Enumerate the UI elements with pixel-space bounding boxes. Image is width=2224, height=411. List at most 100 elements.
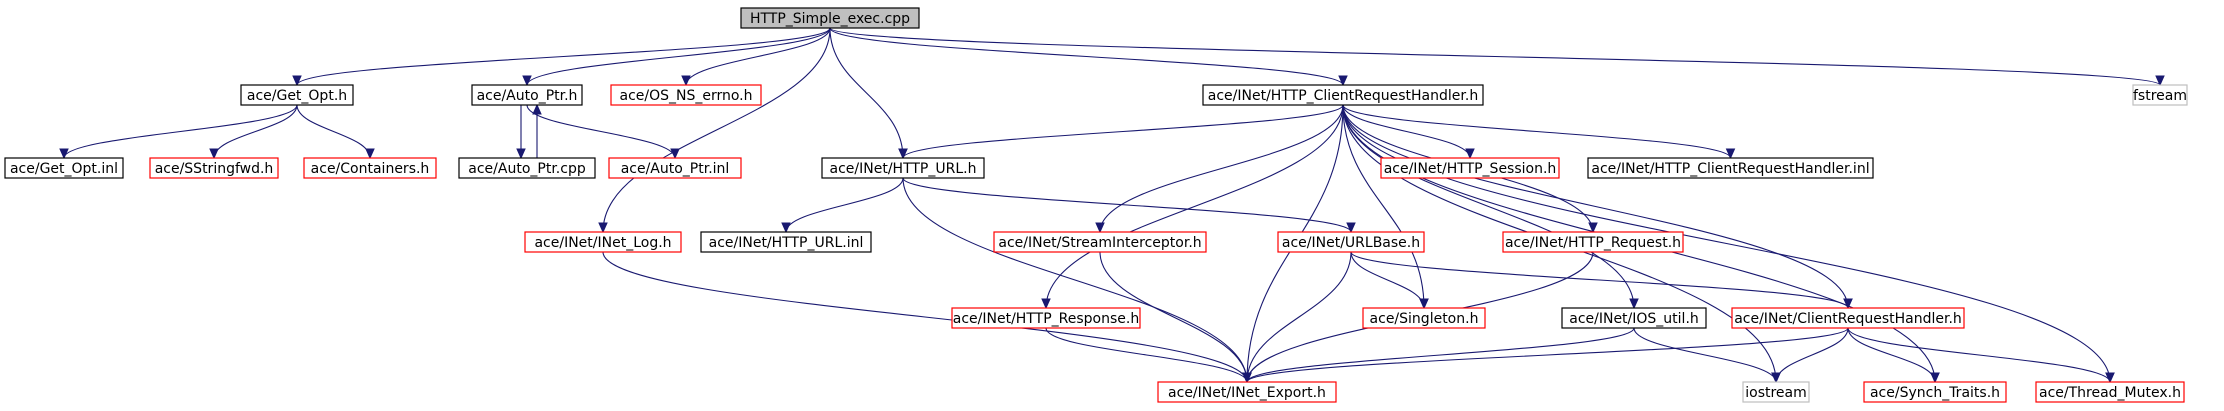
node-http-url-h[interactable]: ace/INet/HTTP_URL.h	[821, 157, 985, 179]
node-iostream[interactable]: iostream	[1742, 381, 1810, 403]
edge-arrowhead	[1843, 298, 1853, 310]
node-os-ns-errno[interactable]: ace/OS_NS_errno.h	[610, 84, 762, 106]
node-label: ace/Thread_Mutex.h	[2039, 385, 2181, 401]
edge-line	[1342, 104, 1732, 159]
node-http-response[interactable]: ace/INet/HTTP_Response.h	[951, 307, 1141, 329]
edge-client_rh-to-synch_traits	[1847, 327, 1940, 384]
node-label: ace/INet/HTTP_URL.h	[830, 161, 977, 177]
node-box	[524, 231, 682, 253]
node-http-request[interactable]: ace/INet/HTTP_Request.h	[1502, 231, 1684, 253]
edge-http_url_h-to-inet_export	[902, 177, 1252, 384]
edge-arrowhead	[292, 75, 302, 87]
node-crh-h[interactable]: ace/INet/HTTP_ClientRequestHandler.h	[1202, 84, 1484, 106]
node-label: ace/INet/StreamInterceptor.h	[998, 235, 1201, 251]
node-synch-traits[interactable]: ace/Synch_Traits.h	[1863, 381, 2007, 403]
edge-http_response-to-inet_export	[1045, 327, 1252, 384]
edge-arrowhead	[516, 148, 526, 160]
edge-client_rh-to-thread_mutex	[1847, 327, 2115, 384]
node-containers[interactable]: ace/Containers.h	[303, 157, 437, 179]
node-box	[1863, 381, 2007, 403]
edge-getopt_h-to-sstringfwd	[209, 104, 298, 160]
edge-crh_h-to-http_session	[1342, 104, 1475, 160]
edge-root-to-fstream	[829, 27, 2165, 87]
node-ios-util[interactable]: ace/INet/IOS_util.h	[1561, 307, 1707, 329]
node-client-rh[interactable]: ace/INet/ClientRequestHandler.h	[1731, 307, 1965, 329]
edge-root-to-autoptr_h	[522, 27, 831, 87]
node-box	[610, 84, 762, 106]
edge-line	[1350, 251, 1849, 309]
edge-line	[526, 27, 831, 86]
edge-arrowhead	[1771, 372, 1781, 384]
node-label: ace/Synch_Traits.h	[1870, 385, 2000, 401]
node-label: ace/INet/INet_Log.h	[534, 235, 671, 251]
edge-crh_h-to-http_response	[1041, 104, 1344, 310]
edge-line	[1342, 104, 1849, 309]
node-box	[1742, 381, 1810, 403]
edge-line	[296, 104, 371, 159]
edge-line	[829, 27, 1344, 86]
node-thread-mutex[interactable]: ace/Thread_Mutex.h	[2035, 381, 2185, 403]
node-getopt-inl[interactable]: ace/Get_Opt.inl	[4, 157, 124, 179]
edge-crh_h-to-client_rh	[1342, 104, 1853, 310]
edge-arrowhead	[522, 75, 532, 87]
edge-arrowhead	[365, 148, 375, 160]
edge-line	[1099, 104, 1344, 233]
node-box	[4, 157, 124, 179]
node-autoptr-h[interactable]: ace/Auto_Ptr.h	[471, 84, 583, 106]
edge-line	[685, 27, 831, 86]
node-label: ace/INet/URLBase.h	[1282, 235, 1420, 251]
edge-arrowhead	[781, 222, 791, 234]
node-box	[1731, 307, 1965, 329]
edge-http_url_h-to-http_url_inl	[781, 177, 904, 234]
node-fstream[interactable]: fstream	[2132, 84, 2188, 106]
edge-root-to-http_url_h	[829, 27, 908, 160]
edge-arrowhead	[1095, 222, 1105, 234]
node-singleton[interactable]: ace/Singleton.h	[1362, 307, 1486, 329]
node-urlbase[interactable]: ace/INet/URLBase.h	[1277, 231, 1425, 253]
edge-getopt_h-to-getopt_inl	[59, 104, 298, 160]
node-box	[2035, 381, 2185, 403]
node-label: HTTP_Simple_exec.cpp	[750, 11, 910, 27]
edge-ios_util-to-iostream	[1633, 327, 1781, 384]
node-http-url-inl[interactable]: ace/INet/HTTP_URL.inl	[700, 231, 872, 253]
node-box	[2132, 84, 2188, 106]
edge-line	[902, 177, 1248, 383]
node-label: ace/INet/HTTP_ClientRequestHandler.h	[1208, 88, 1478, 104]
edge-arrowhead	[598, 222, 608, 234]
node-autoptr-inl[interactable]: ace/Auto_Ptr.inl	[608, 157, 742, 179]
node-label: ace/Containers.h	[311, 161, 430, 177]
edge-root-to-getopt_h	[292, 27, 831, 87]
edge-http_url_h-to-urlbase	[902, 177, 1356, 234]
node-http-session[interactable]: ace/INet/HTTP_Session.h	[1380, 157, 1560, 179]
node-box	[1561, 307, 1707, 329]
edge-arrowhead	[2155, 75, 2165, 87]
node-inet-log[interactable]: ace/INet/INet_Log.h	[524, 231, 682, 253]
edge-arrowhead	[1930, 372, 1940, 384]
node-label: ace/Auto_Ptr.inl	[621, 161, 730, 177]
edge-getopt_h-to-containers	[296, 104, 375, 160]
edge-crh_h-to-stream_int	[1095, 104, 1344, 234]
edge-line	[785, 177, 904, 233]
edge-line	[1350, 251, 1425, 309]
node-sstringfwd[interactable]: ace/SStringfwd.h	[149, 157, 279, 179]
edge-line	[1342, 104, 1471, 159]
node-label: ace/Singleton.h	[1370, 311, 1479, 327]
node-root[interactable]: HTTP_Simple_exec.cpp	[740, 7, 920, 29]
edge-line	[602, 27, 831, 233]
node-box	[471, 84, 583, 106]
node-crh-inl[interactable]: ace/INet/HTTP_ClientRequestHandler.inl	[1587, 157, 1874, 179]
edge-arrowhead	[1242, 372, 1252, 384]
node-box	[821, 157, 985, 179]
node-box	[1362, 307, 1486, 329]
node-inet-export[interactable]: ace/INet/INet_Export.h	[1157, 381, 1337, 403]
node-box	[740, 7, 920, 29]
node-box	[608, 157, 742, 179]
edge-line	[1246, 327, 1849, 383]
node-getopt-h[interactable]: ace/Get_Opt.h	[240, 84, 354, 106]
edge-crh_h-to-ios_util	[1342, 104, 1639, 310]
edge-line	[63, 104, 298, 159]
node-autoptr-cpp[interactable]: ace/Auto_Ptr.cpp	[458, 157, 596, 179]
node-stream-int[interactable]: ace/INet/StreamInterceptor.h	[993, 231, 1207, 253]
node-label: ace/INet/HTTP_Request.h	[1505, 235, 1681, 251]
edge-line	[829, 27, 904, 159]
